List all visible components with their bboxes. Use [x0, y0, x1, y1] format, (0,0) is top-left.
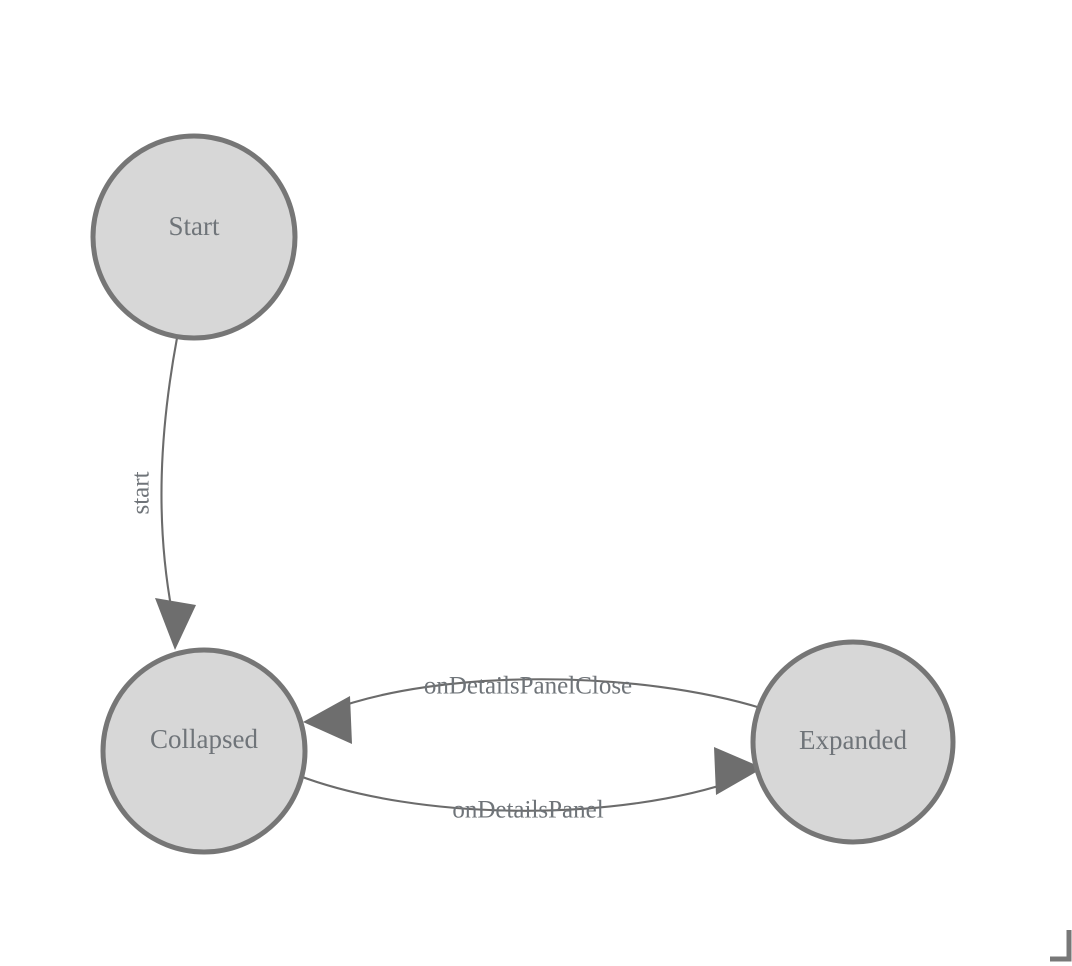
- edge-line-start-to-collapsed: [160, 337, 179, 613]
- node-label-start: Start: [169, 211, 220, 241]
- arrowhead-down: [155, 598, 196, 650]
- arrowhead-right: [714, 747, 763, 795]
- edge-line-collapsed-to-expanded: [296, 774, 741, 812]
- node-label-expanded: Expanded: [799, 725, 907, 755]
- node-expanded[interactable]: Expanded: [750, 639, 956, 845]
- arrowhead-left: [303, 696, 352, 744]
- edge-expanded-to-collapsed[interactable]: onDetailsPanelClose: [303, 673, 765, 744]
- edge-label-on-details-panel: onDetailsPanel: [452, 797, 603, 824]
- node-start[interactable]: Start: [90, 133, 298, 341]
- edge-collapsed-to-expanded[interactable]: onDetailsPanel: [296, 747, 763, 824]
- node-shape-expanded: [750, 639, 956, 845]
- edge-label-on-details-panel-close: onDetailsPanelClose: [424, 673, 632, 700]
- edge-start-to-collapsed[interactable]: start: [128, 337, 196, 650]
- node-shape-collapsed: [100, 647, 308, 855]
- edge-label-start: start: [128, 471, 155, 514]
- edge-line-expanded-to-collapsed: [327, 678, 765, 712]
- node-shape-start: [90, 133, 298, 341]
- node-collapsed[interactable]: Collapsed: [100, 647, 308, 855]
- node-label-collapsed: Collapsed: [150, 724, 258, 754]
- resize-handle-icon[interactable]: [1050, 930, 1072, 962]
